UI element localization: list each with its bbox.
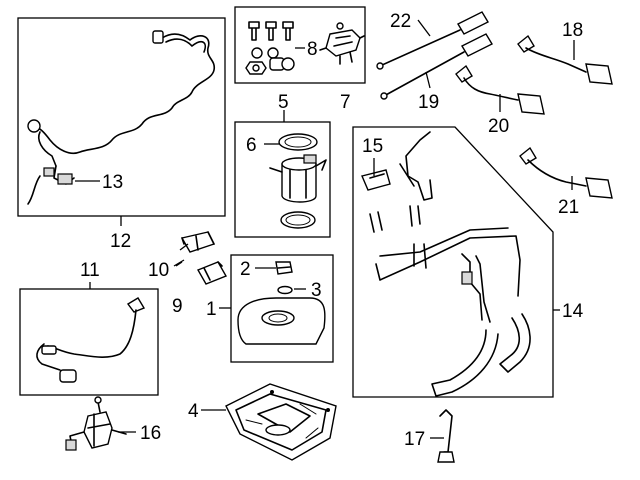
callout-5: 5 <box>278 92 289 113</box>
sensor-part-20 <box>455 64 545 115</box>
sensor-part-21 <box>519 146 613 199</box>
callout-19: 19 <box>418 92 439 113</box>
vent-hose-part-14 <box>369 131 531 397</box>
callout-12: 12 <box>110 231 131 252</box>
group-box-14 <box>352 126 554 398</box>
sensor-part-19 <box>380 33 493 100</box>
fuel-pump-module-part <box>269 154 327 203</box>
group-box-7 <box>234 6 366 84</box>
bolt-set-part <box>245 21 295 75</box>
group-box-5 <box>234 121 331 238</box>
callout-21: 21 <box>558 197 579 218</box>
connector-part-10 <box>180 231 215 253</box>
callout-11: 11 <box>80 260 100 281</box>
seal-ring-part <box>280 211 316 229</box>
o-ring-part <box>277 285 293 295</box>
callout-6: 6 <box>246 135 257 156</box>
callout-3: 3 <box>311 280 322 301</box>
group-box-11 <box>19 288 159 396</box>
valve-part-16 <box>65 396 127 451</box>
callout-9: 9 <box>172 296 183 317</box>
callout-2: 2 <box>240 259 251 280</box>
sensor-part-22 <box>376 11 489 70</box>
sensor-part-11 <box>36 297 146 383</box>
lower-tray-part <box>225 383 337 461</box>
callout-7: 7 <box>340 92 351 113</box>
callout-22: 22 <box>390 11 411 32</box>
callout-8: 8 <box>307 39 318 60</box>
leader-lines <box>75 19 575 439</box>
callout-14: 14 <box>562 301 584 322</box>
callout-13: 13 <box>102 172 123 193</box>
bracket-part-15 <box>361 169 391 191</box>
sensor-part-18 <box>517 34 613 85</box>
sensor-part-17 <box>437 409 455 463</box>
callout-17: 17 <box>404 429 425 450</box>
cap-part <box>275 261 293 275</box>
purge-valve-part <box>319 22 365 65</box>
callout-20: 20 <box>488 116 509 137</box>
lock-ring-part <box>278 133 318 151</box>
callout-16: 16 <box>140 423 161 444</box>
connector-part-9 <box>196 261 228 285</box>
callout-10: 10 <box>148 260 169 281</box>
fuel-line-harness-part <box>27 30 216 205</box>
filler-housing-part <box>237 297 326 345</box>
callout-18: 18 <box>562 20 583 41</box>
callout-15: 15 <box>362 136 383 157</box>
callout-4: 4 <box>188 401 199 422</box>
callout-1: 1 <box>206 299 217 320</box>
